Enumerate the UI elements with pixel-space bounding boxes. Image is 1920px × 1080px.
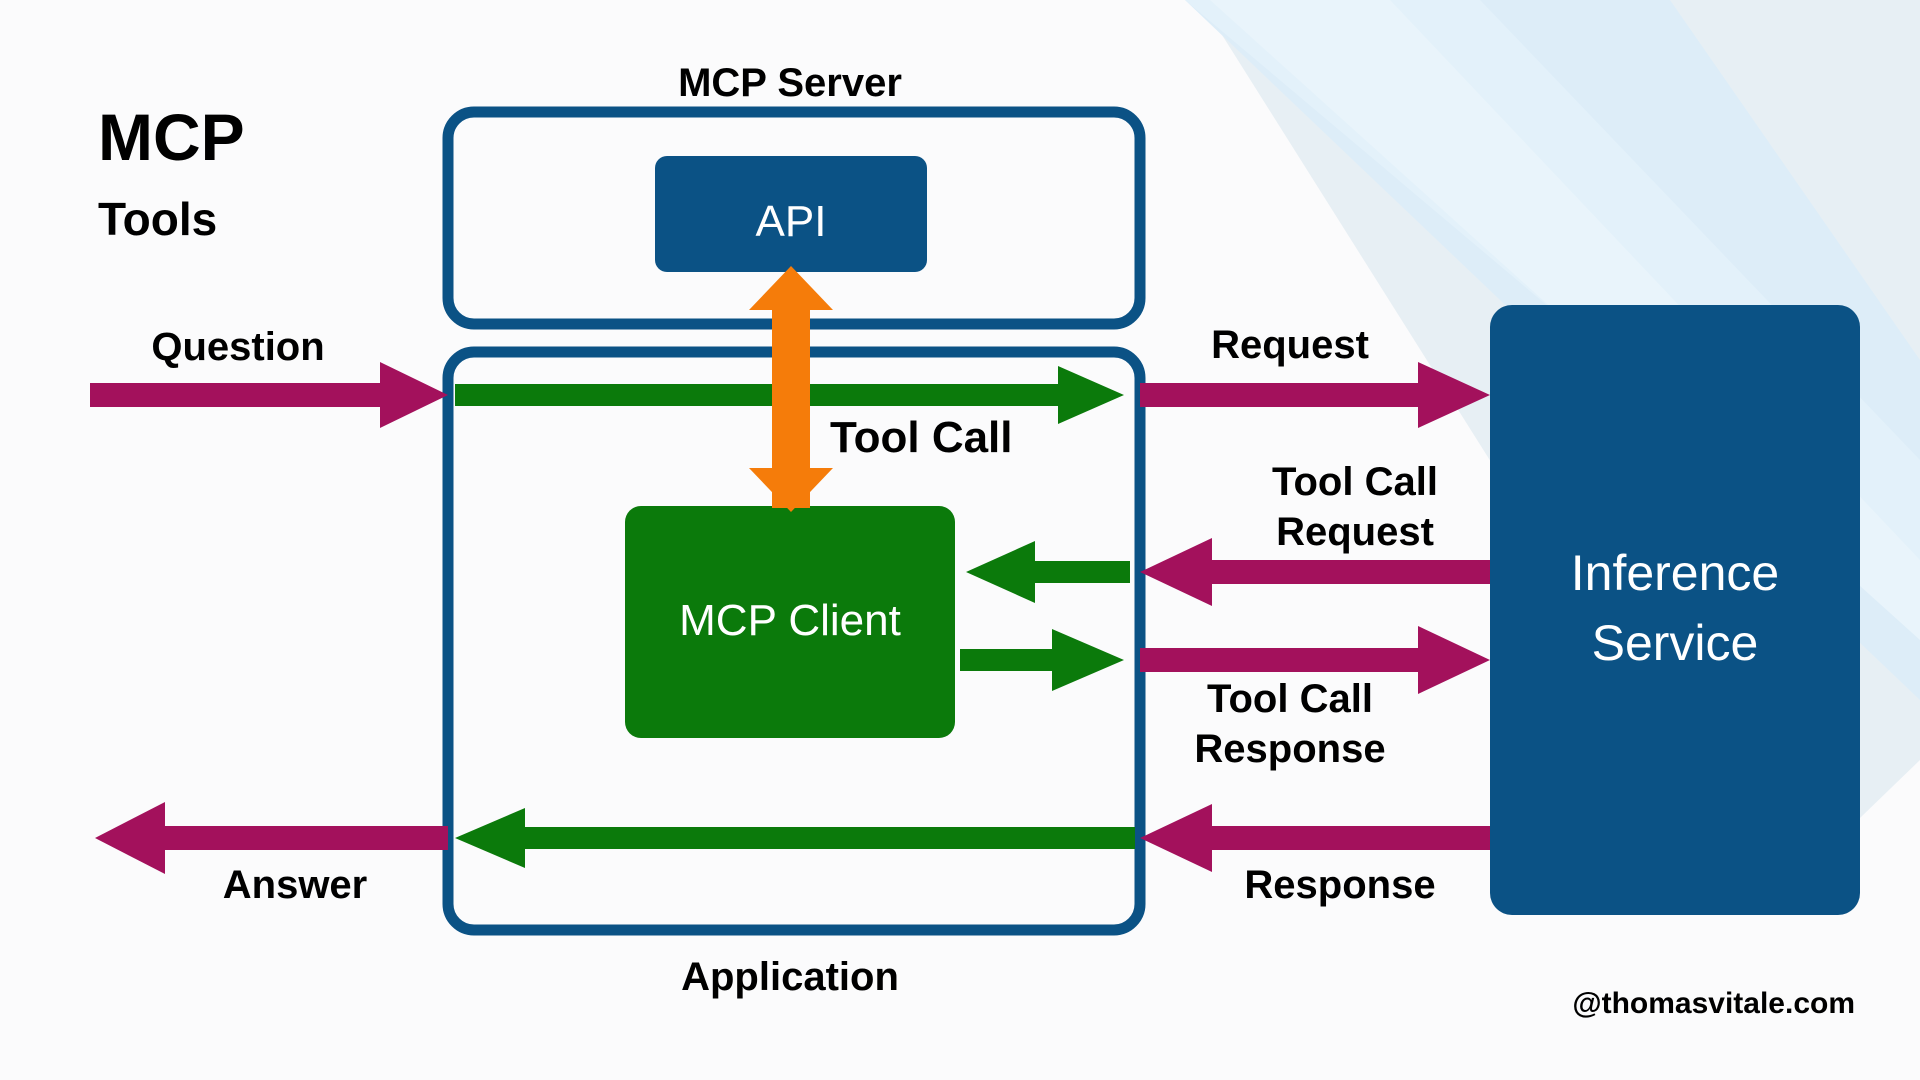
arrow-inner-tool-call-response — [960, 629, 1124, 691]
arrow-tool-call-request-label-line2: Request — [1276, 510, 1434, 554]
arrow-response-label: Response — [1244, 863, 1435, 907]
arrow-inner-question-flow — [455, 366, 1124, 424]
arrow-tool-call-response-label-line2: Response — [1194, 727, 1385, 771]
arrow-request: Request — [1140, 323, 1490, 428]
inference-service-label-line2: Service — [1592, 615, 1759, 671]
arrow-question-label: Question — [151, 325, 324, 369]
arrow-answer: Answer — [95, 802, 448, 907]
arrow-tool-call: Tool Call — [749, 266, 1013, 512]
arrow-inner-tool-call-request — [966, 541, 1130, 603]
arrow-tool-call-response: Tool Call Response — [1140, 626, 1490, 771]
api-box[interactable] — [655, 156, 927, 272]
arrow-tool-call-request: Tool Call Request — [1140, 460, 1490, 606]
arrow-answer-label: Answer — [223, 863, 368, 907]
arrow-tool-call-label: Tool Call — [830, 413, 1013, 462]
arrow-question: Question — [90, 325, 448, 428]
api-label: API — [756, 197, 827, 246]
page-subtitle: Tools — [98, 193, 217, 245]
arrow-tool-call-response-label-line1: Tool Call — [1207, 677, 1373, 721]
inference-service-box[interactable] — [1490, 305, 1860, 915]
mcp-client-label: MCP Client — [679, 596, 901, 645]
arrow-request-label: Request — [1211, 323, 1369, 367]
inference-service-label-line1: Inference — [1571, 545, 1779, 601]
arrow-tool-call-request-label-line1: Tool Call — [1272, 460, 1438, 504]
watermark: @thomasvitale.com — [1572, 987, 1855, 1020]
mcp-client-box[interactable] — [625, 506, 955, 738]
page-title: MCP — [98, 100, 245, 174]
arrow-response: Response — [1140, 804, 1490, 907]
application-label: Application — [681, 955, 899, 999]
arrow-inner-answer-flow — [455, 808, 1135, 868]
mcp-server-label: MCP Server — [678, 61, 902, 105]
